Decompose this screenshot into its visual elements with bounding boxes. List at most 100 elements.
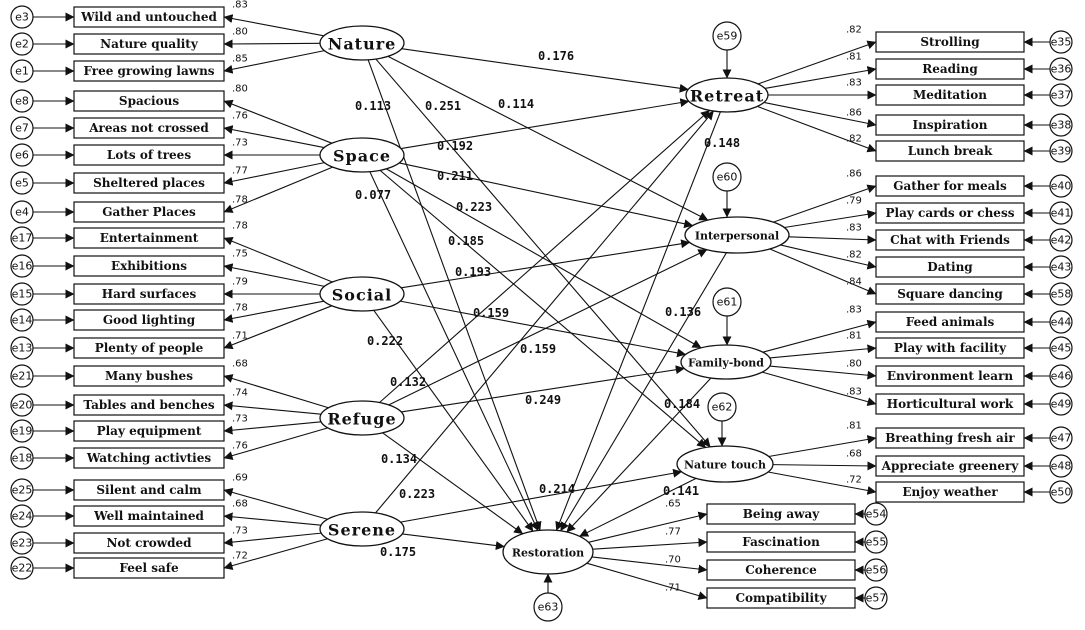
error-label: e5 — [15, 177, 29, 190]
loading-arrow — [769, 365, 877, 380]
indicator-box — [875, 175, 1025, 197]
indicator-label: Watching activties — [86, 451, 212, 465]
loading-label: .73 — [232, 526, 248, 537]
error-term — [10, 478, 34, 502]
loading-label: .74 — [232, 388, 248, 399]
path-coefficient-space-interpersonal: 0.211 — [437, 169, 473, 183]
indicator-box — [73, 33, 225, 55]
loading-label: .83 — [846, 305, 862, 316]
error-label: e55 — [866, 536, 887, 549]
indicator-label: Coherence — [745, 563, 817, 577]
loading-arrow — [223, 538, 328, 571]
error-label: e18 — [12, 452, 33, 465]
path-arrow-refuge-interpersonal — [388, 249, 708, 406]
loading-label: .75 — [232, 249, 248, 260]
indicator-box — [875, 427, 1025, 449]
loading-label: .78 — [232, 195, 248, 206]
error-label: e19 — [12, 425, 33, 438]
latent-label-social: Social — [332, 286, 393, 305]
indicator-box — [875, 114, 1025, 136]
error-term — [1049, 113, 1073, 137]
loading-arrow — [757, 105, 877, 153]
indicator-label: Enjoy weather — [902, 485, 998, 499]
error-term — [1049, 392, 1073, 416]
loading-label: .72 — [846, 475, 862, 486]
indicator-label: Play with facility — [894, 341, 1007, 355]
latent-family — [680, 344, 772, 380]
error-term — [10, 446, 34, 470]
indicator-label: Entertainment — [100, 231, 199, 245]
latent-social — [319, 276, 405, 312]
error-term — [10, 254, 34, 278]
error-label: e24 — [12, 510, 33, 523]
path-coefficient-nature-naturetouch: 0.251 — [425, 99, 461, 113]
indicator-box — [875, 229, 1025, 251]
loading-arrow — [773, 184, 877, 223]
error-term — [10, 171, 34, 195]
error-term — [1049, 201, 1073, 225]
latent-label-serene: Serene — [328, 521, 396, 540]
indicator-box — [875, 365, 1025, 387]
indicator-label: Environment learn — [887, 369, 1014, 383]
loading-label: .71 — [232, 331, 248, 342]
error-label: e43 — [1051, 261, 1072, 274]
indicator-box — [875, 84, 1025, 106]
loading-arrow — [788, 235, 877, 245]
indicator-box — [73, 337, 225, 359]
indicator-box — [73, 172, 225, 194]
error-label: e45 — [1051, 342, 1072, 355]
error-label: e23 — [12, 537, 33, 550]
path-arrow-space-naturetouch — [379, 169, 707, 448]
loading-arrow — [763, 101, 877, 128]
indicator-label: Chat with Friends — [890, 233, 1010, 247]
indicator-label: Meditation — [913, 88, 987, 102]
indicator-label: Sheltered places — [93, 176, 205, 190]
path-arrow-naturetouch-restoration — [579, 477, 697, 537]
loading-arrow — [772, 461, 877, 471]
error-term — [10, 200, 34, 224]
indicator-label: Plenty of people — [95, 341, 204, 355]
loading-label: .68 — [232, 359, 248, 370]
indicator-label: Areas not crossed — [88, 121, 209, 135]
indicator-label: Play equipment — [97, 424, 202, 438]
error-term — [1049, 139, 1073, 163]
disturbance-term — [533, 592, 563, 622]
latent-label-nature: Nature — [328, 35, 397, 54]
loading-arrow — [223, 421, 322, 435]
error-term — [10, 419, 34, 443]
indicator-box — [73, 283, 225, 305]
latent-label-space: Space — [333, 147, 391, 166]
disturbance-term — [712, 162, 742, 192]
loading-label: .86 — [846, 169, 862, 180]
loading-label: .73 — [232, 414, 248, 425]
path-arrow-nature-interpersonal — [387, 55, 709, 221]
indicator-box — [875, 283, 1025, 305]
indicator-label: Horticultural work — [887, 397, 1014, 411]
indicator-box — [73, 557, 225, 579]
path-coefficient-naturetouch-restoration: 0.141 — [663, 484, 699, 498]
indicator-box — [875, 481, 1025, 503]
error-term — [864, 530, 888, 554]
indicator-label: Tables and benches — [83, 398, 215, 412]
loading-arrow — [223, 374, 329, 409]
error-term — [864, 558, 888, 582]
path-arrow-serene-restoration — [402, 533, 505, 551]
error-term — [10, 59, 34, 83]
loading-label: .77 — [232, 166, 248, 177]
path-coefficient-social-family: 0.159 — [473, 306, 509, 320]
path-arrow-social-family — [400, 300, 687, 358]
path-arrow-nature-restoration — [367, 59, 542, 531]
loading-label: .85 — [232, 54, 248, 65]
indicator-label: Well maintained — [93, 509, 204, 523]
path-coefficient-refuge-retreat: 0.159 — [520, 342, 556, 356]
error-label: e50 — [1051, 486, 1072, 499]
error-term — [10, 282, 34, 306]
error-term — [1049, 174, 1073, 198]
indicator-box — [706, 587, 856, 609]
error-label: e4 — [15, 206, 29, 219]
error-term — [10, 531, 34, 555]
path-arrow-interpersonal-restoration — [560, 252, 727, 532]
path-coefficient-space-retreat: 0.192 — [437, 139, 473, 153]
error-label: e22 — [12, 562, 33, 575]
path-coefficient-family-restoration: 0.184 — [664, 397, 700, 411]
